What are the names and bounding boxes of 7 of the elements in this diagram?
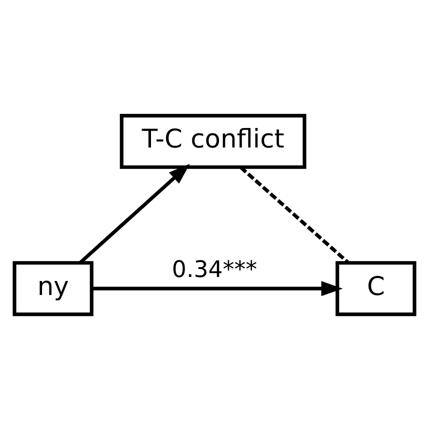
node-box: ny bbox=[12, 260, 94, 316]
arrow bbox=[79, 163, 190, 264]
node-box: C bbox=[336, 260, 416, 316]
edge-label: 0.34*** bbox=[172, 256, 258, 282]
node-box: T-C conflict bbox=[120, 113, 306, 168]
connector bbox=[240, 166, 350, 264]
arrow bbox=[92, 280, 343, 296]
